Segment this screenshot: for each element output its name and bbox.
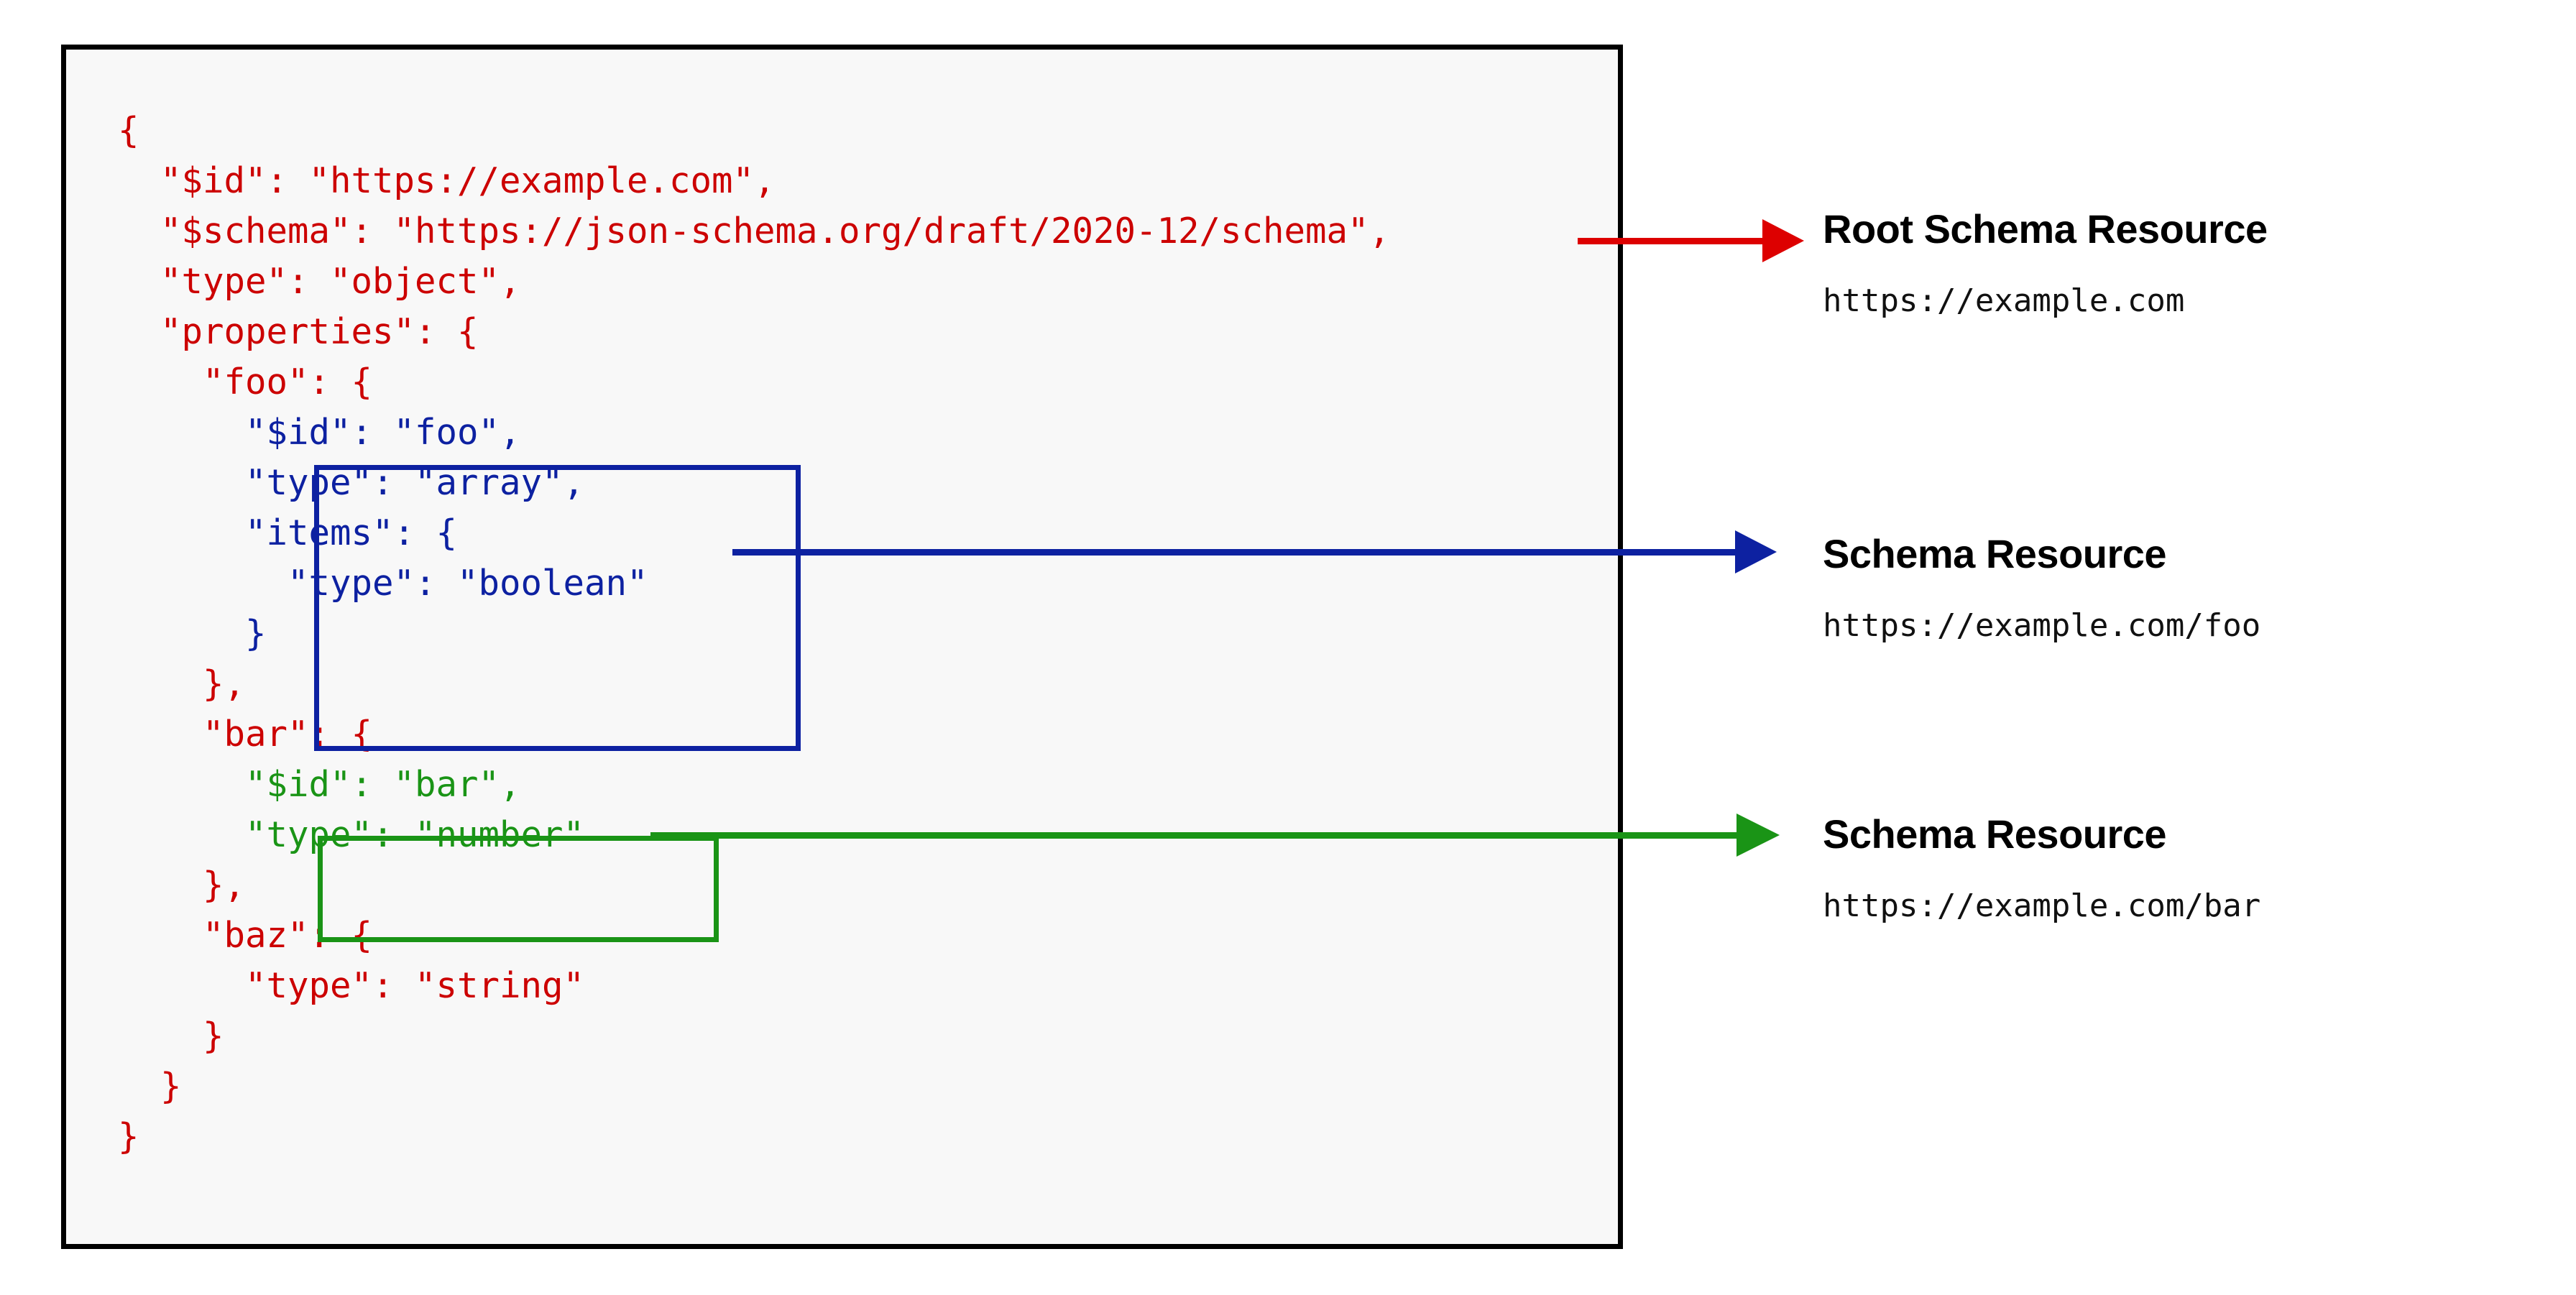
arrow-head-bar-schema [1736,814,1780,857]
annotation-url-bar: https://example.com/bar [1823,888,2261,924]
code-line-19: } [118,1015,224,1056]
code-line-21: } [118,1116,139,1157]
annotation-title-bar: Schema Resource [1823,811,2167,857]
code-line-15: "type": "number" [118,814,585,855]
annotation-root-schema-resource: Root Schema Resource https://example.com [1823,206,2268,319]
code-line-5: "properties": { [118,311,479,352]
code-line-20: } [118,1066,182,1107]
code-line-9: "items": { [118,512,458,553]
code-line-10: "type": "boolean" [118,563,648,604]
code-panel: { "$id": "https://example.com", "$schema… [61,45,1623,1249]
annotation-foo-schema-resource: Schema Resource https://example.com/foo [1823,530,2260,644]
code-line-6: "foo": { [118,361,373,402]
arrow-line-bar-schema [650,832,1739,839]
code-line-13: "bar": { [118,714,373,755]
annotation-title-foo: Schema Resource [1823,531,2167,576]
code-line-11: } [118,613,267,654]
arrow-line-root-schema [1578,238,1768,244]
code-line-8: "type": "array", [118,462,585,503]
code-line-14: "$id": "bar", [118,764,521,805]
annotation-url-root: https://example.com [1823,282,2185,319]
arrow-head-foo-schema [1735,530,1777,573]
code-line-1: { [118,110,139,151]
code-line-18: "type": "string" [118,965,585,1006]
annotation-url-foo: https://example.com/foo [1823,607,2261,644]
json-schema-code-listing: { "$id": "https://example.com", "$schema… [118,106,1390,1162]
code-line-4: "type": "object", [118,261,521,302]
annotation-title-root: Root Schema Resource [1823,206,2268,252]
code-line-17: "baz": { [118,915,373,956]
code-line-2: "$id": "https://example.com", [118,160,776,201]
arrow-head-root-schema [1762,219,1804,262]
code-line-7: "$id": "foo", [118,412,521,453]
annotation-bar-schema-resource: Schema Resource https://example.com/bar [1823,811,2260,924]
code-line-12: }, [118,663,246,704]
code-line-3: "$schema": "https://json-schema.org/draf… [118,211,1391,252]
code-line-16: }, [118,865,246,905]
arrow-line-foo-schema [732,549,1739,556]
